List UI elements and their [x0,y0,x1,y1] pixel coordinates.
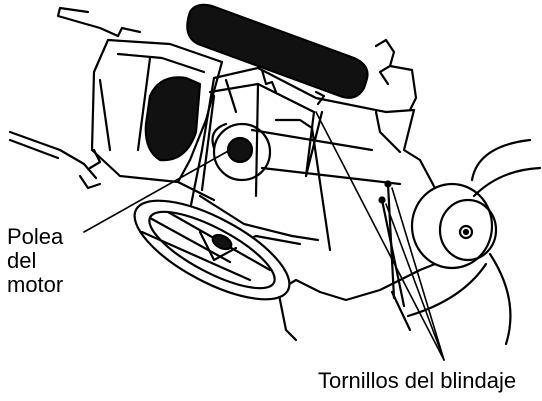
grass-bag-frame [88,38,224,202]
mower-deck [188,38,454,342]
motor-pulley [211,122,272,182]
rear-tire [186,3,369,99]
front-wheel [133,199,291,301]
grass-bag-opening [144,76,202,162]
shield-screws-label: Tornillos del blindaje [318,368,517,393]
pulley-label-line3: motor [7,272,64,297]
pulley-label-line2: del [7,248,37,273]
shield-screws [378,180,406,308]
handle-bar [8,6,142,190]
engine-housing [406,138,542,346]
drive-belt [224,78,402,186]
pulley-leader-line [83,149,231,233]
pulley-label-line1: Polea [7,224,64,249]
screws-leader-lines [315,111,445,361]
